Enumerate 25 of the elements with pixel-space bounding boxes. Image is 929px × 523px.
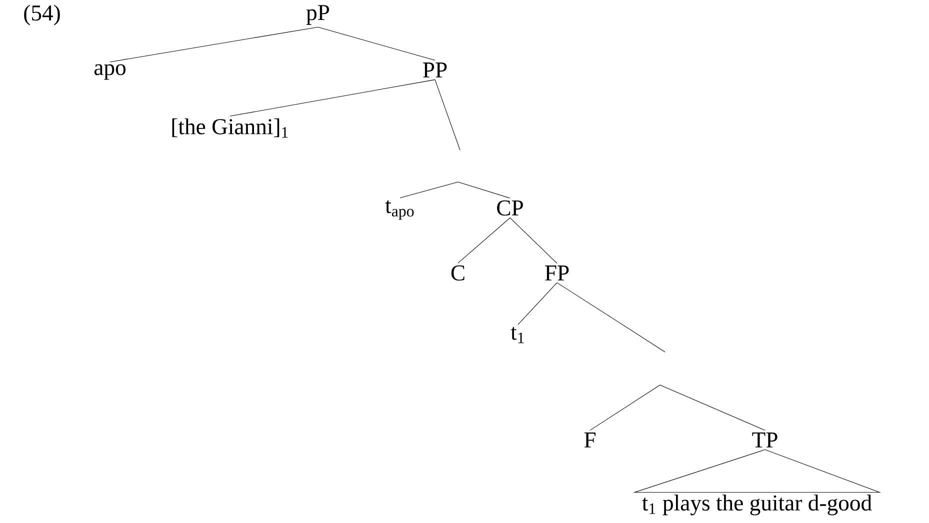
branch-line <box>590 384 660 431</box>
phrase-label: TP <box>752 432 778 448</box>
phrase-label: t$_{1}$ <box>510 326 524 344</box>
branch-line <box>230 79 436 116</box>
phrase-label: [the Gianni]$_{1}$ <box>172 118 288 138</box>
branch-line <box>458 182 510 198</box>
branch-line <box>510 218 558 264</box>
phrase-label: F <box>584 432 596 448</box>
example-number: (54) <box>24 4 60 26</box>
branch-line <box>400 182 458 198</box>
phrase-label: apo <box>94 64 126 80</box>
branch-line <box>458 218 510 264</box>
phrase-label: C <box>451 265 464 281</box>
branch-line <box>518 282 558 325</box>
phrase-label: PP <box>423 62 447 78</box>
branch-line <box>318 26 436 61</box>
phrase-label: CP <box>497 200 523 216</box>
branch-line <box>556 282 666 352</box>
phrase-label: pP <box>306 5 330 25</box>
phrase-label: t$_{apo}$ <box>385 200 414 220</box>
phrase-label: FP <box>545 266 569 280</box>
branch-line <box>110 26 318 62</box>
phrase-label: t$_{1}$ plays the guitar d-good <box>642 494 872 516</box>
branch-line <box>660 384 766 431</box>
branch-line <box>434 79 460 150</box>
